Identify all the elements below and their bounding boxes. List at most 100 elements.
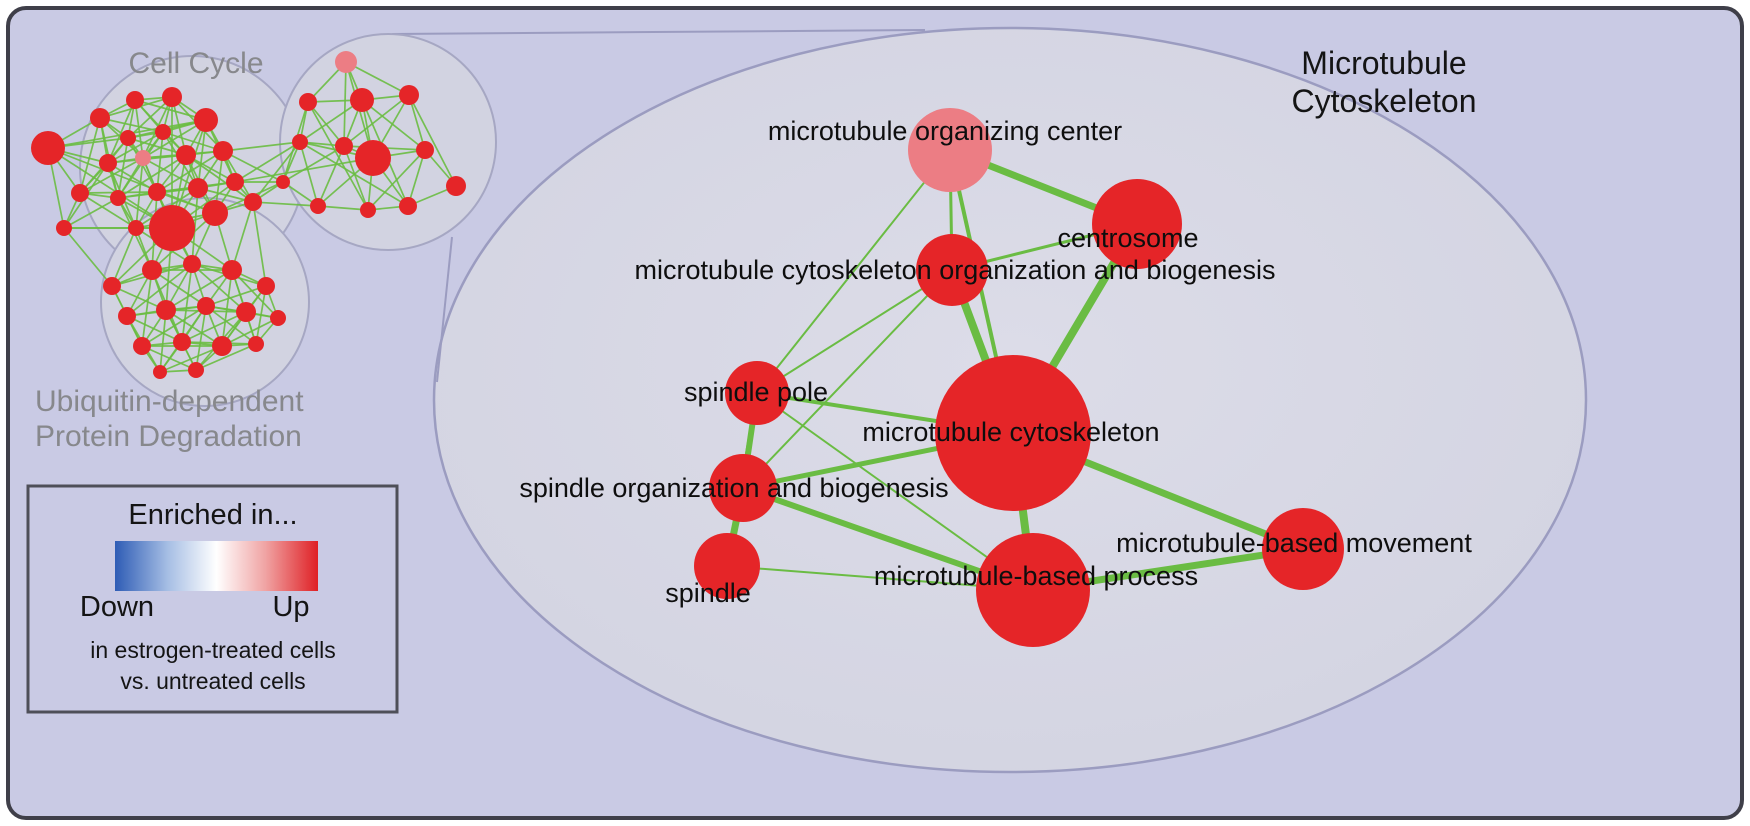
cluster-outline-microtubule-small: [279, 33, 497, 251]
node-label-centrosome: centrosome: [1057, 223, 1198, 253]
overview-edge: [408, 94, 457, 187]
overview-node: [188, 362, 204, 378]
node-microtubule-based-movement: [1262, 508, 1344, 590]
overview-edge: [205, 305, 257, 345]
overview-node: [446, 176, 466, 196]
overview-node: [257, 277, 275, 295]
overview-node: [244, 193, 262, 211]
overview-node: [71, 184, 89, 202]
overview-edge: [205, 285, 267, 307]
overview-node: [176, 145, 196, 165]
overview-node: [188, 178, 208, 198]
overview-nodes: [31, 51, 466, 379]
node-microtubule-cytoskeleton: [935, 355, 1091, 511]
overview-edge: [343, 145, 369, 211]
overview-node: [212, 336, 232, 356]
overview-edge: [126, 315, 183, 343]
overview-edge: [317, 145, 345, 207]
legend-gradient-bar: [115, 541, 318, 591]
node-spindle: [694, 533, 760, 599]
legend-box: [26, 484, 399, 714]
overview-node: [194, 108, 218, 132]
overview-edge: [142, 119, 207, 159]
overview-node: [153, 365, 167, 379]
overview-edge: [307, 101, 369, 211]
node-label-spindle: spindle: [665, 578, 751, 608]
overview-edge: [79, 117, 101, 194]
legend-down-label: Down: [80, 591, 154, 623]
node-label-microtubule-cytoskeleton-organization-and-biogenesis: microtubule cytoskeleton organization an…: [635, 255, 1276, 285]
overview-edge: [195, 343, 257, 371]
zoom-connector-top: [391, 29, 926, 35]
overview-node: [155, 124, 171, 140]
overview-edge: [282, 145, 345, 183]
overview-edge: [191, 187, 199, 265]
overview-node: [270, 310, 286, 326]
overview-node: [355, 140, 391, 176]
overview-node: [335, 51, 357, 73]
node-centrosome: [1092, 179, 1182, 269]
overview-edge: [165, 309, 223, 347]
overview-node: [56, 220, 72, 236]
edge-microtubule-cytoskeleton-organization-and-biogenesis--spindle-pole: [756, 269, 953, 394]
overview-node: [103, 277, 121, 295]
overview-node: [149, 205, 195, 251]
overview-edge: [141, 305, 207, 347]
cluster-label-ubiquitin-line1: Ubiquitin-dependent: [35, 385, 304, 418]
legend: Enriched in... Down Up in estrogen-treat…: [26, 484, 399, 714]
overview-edge: [252, 201, 319, 207]
overview-node: [118, 307, 136, 325]
overview-edge: [234, 141, 301, 183]
overview-node: [135, 150, 151, 166]
detail-title-line2: Cytoskeleton: [1292, 83, 1477, 119]
legend-caption-line2: vs. untreated cells: [120, 668, 305, 694]
detail-node-labels: microtubule organizing centercentrosomem…: [519, 116, 1472, 608]
overview-edge: [107, 99, 136, 164]
node-label-microtubule-based-movement: microtubule-based movement: [1116, 528, 1472, 558]
overview-node: [236, 302, 256, 322]
detail-title-line1: Microtubule: [1301, 45, 1466, 81]
overview-edge: [221, 269, 233, 347]
node-label-microtubule-cytoskeleton: microtubule cytoskeleton: [862, 417, 1159, 447]
overview-node: [99, 154, 117, 172]
zoom-connectors: [391, 29, 926, 383]
overview-node: [350, 88, 374, 112]
overview-edge: [141, 345, 197, 371]
overview-node: [202, 200, 228, 226]
overview-edge: [63, 227, 113, 287]
overview-edge: [252, 201, 267, 287]
overview-node: [31, 131, 65, 165]
overview-node: [310, 198, 326, 214]
node-label-microtubule-organizing-center: microtubule organizing center: [768, 116, 1122, 146]
overview-node: [248, 336, 264, 352]
overview-edge: [156, 131, 164, 193]
overview-node: [222, 260, 242, 280]
zoom-connector-bottom: [436, 236, 453, 383]
overview-edge: [79, 192, 137, 229]
overview-edge: [317, 205, 369, 211]
edge-microtubule-organizing-center--spindle-pole: [756, 149, 951, 394]
overview-node: [126, 91, 144, 109]
overview-edge: [299, 141, 409, 207]
overview-edge: [343, 61, 347, 147]
overview-edge: [127, 96, 173, 139]
overview-edge: [162, 131, 224, 152]
overview-node: [148, 183, 166, 201]
overview-edge: [141, 269, 153, 347]
overview-edge: [221, 317, 279, 347]
overview-edge: [107, 131, 164, 164]
overview-edge: [47, 147, 173, 229]
legend-caption-line1: in estrogen-treated cells: [90, 637, 335, 663]
overview-edge: [159, 309, 167, 373]
edge-microtubule-cytoskeleton-organization-and-biogenesis--spindle-organization-and-biogenesis: [742, 269, 953, 489]
overview-edge: [195, 305, 207, 371]
node-spindle-pole: [725, 361, 789, 425]
overview-node: [162, 87, 182, 107]
overview-edge: [47, 147, 216, 214]
cluster-label-ubiquitin-line2: Protein Degradation: [35, 420, 302, 453]
overview-node: [183, 255, 201, 273]
overview-edge: [111, 227, 137, 287]
overview-node: [142, 260, 162, 280]
